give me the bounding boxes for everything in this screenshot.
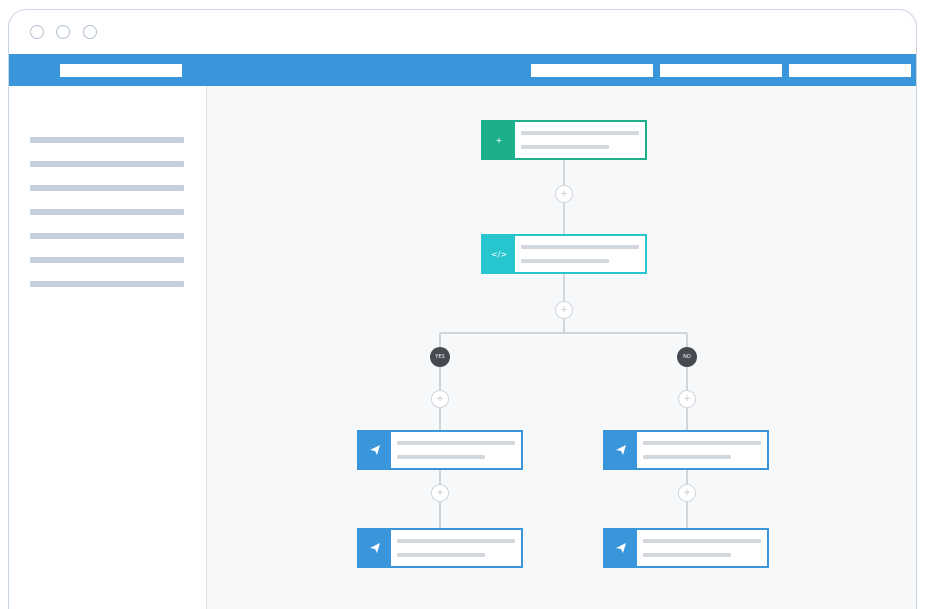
node-title-placeholder (397, 441, 515, 445)
add-step-button[interactable]: + (678, 390, 696, 408)
sidebar-item-5[interactable] (30, 233, 184, 239)
plus-icon: + (483, 122, 515, 158)
add-step-button[interactable]: + (431, 390, 449, 408)
node-title-placeholder (521, 245, 639, 249)
header-nav-item-1[interactable] (531, 64, 653, 77)
sidebar (9, 86, 207, 609)
top-header-bar (9, 54, 916, 86)
node-subtitle-placeholder (397, 455, 485, 459)
add-step-button[interactable]: + (431, 484, 449, 502)
node-title-placeholder (643, 539, 761, 543)
workflow-node-yes-send-1[interactable] (357, 430, 523, 470)
send-icon (359, 432, 391, 468)
node-subtitle-placeholder (521, 259, 609, 263)
add-step-button[interactable]: + (555, 301, 573, 319)
node-title-placeholder (521, 131, 639, 135)
header-nav-item-2[interactable] (660, 64, 782, 77)
sidebar-item-6[interactable] (30, 257, 184, 263)
workflow-node-code[interactable]: </> (481, 234, 647, 274)
connector-lines (439, 160, 688, 528)
node-subtitle-placeholder (643, 455, 731, 459)
workflow-node-yes-send-2[interactable] (357, 528, 523, 568)
branch-yes-badge: YES (430, 347, 450, 367)
node-subtitle-placeholder (521, 145, 609, 149)
workflow-canvas: + + </> + YES NO + + + (207, 86, 916, 609)
sidebar-item-2[interactable] (30, 161, 184, 167)
window-close-dot[interactable] (30, 25, 44, 39)
node-subtitle-placeholder (643, 553, 731, 557)
sidebar-item-7[interactable] (30, 281, 184, 287)
app-logo-placeholder[interactable] (60, 64, 182, 77)
workflow-node-no-send-1[interactable] (603, 430, 769, 470)
sidebar-item-4[interactable] (30, 209, 184, 215)
sidebar-item-1[interactable] (30, 137, 184, 143)
node-title-placeholder (643, 441, 761, 445)
branch-no-badge: NO (677, 347, 697, 367)
window-minimize-dot[interactable] (56, 25, 70, 39)
send-icon (605, 432, 637, 468)
sidebar-item-3[interactable] (30, 185, 184, 191)
add-step-button[interactable]: + (678, 484, 696, 502)
window-maximize-dot[interactable] (83, 25, 97, 39)
add-step-button[interactable]: + (555, 185, 573, 203)
node-subtitle-placeholder (397, 553, 485, 557)
code-icon: </> (483, 236, 515, 272)
send-icon (605, 530, 637, 566)
workflow-node-trigger[interactable]: + (481, 120, 647, 160)
header-nav-item-3[interactable] (789, 64, 911, 77)
send-icon (359, 530, 391, 566)
app-window: + + </> + YES NO + + + (8, 9, 917, 609)
node-title-placeholder (397, 539, 515, 543)
workflow-node-no-send-2[interactable] (603, 528, 769, 568)
